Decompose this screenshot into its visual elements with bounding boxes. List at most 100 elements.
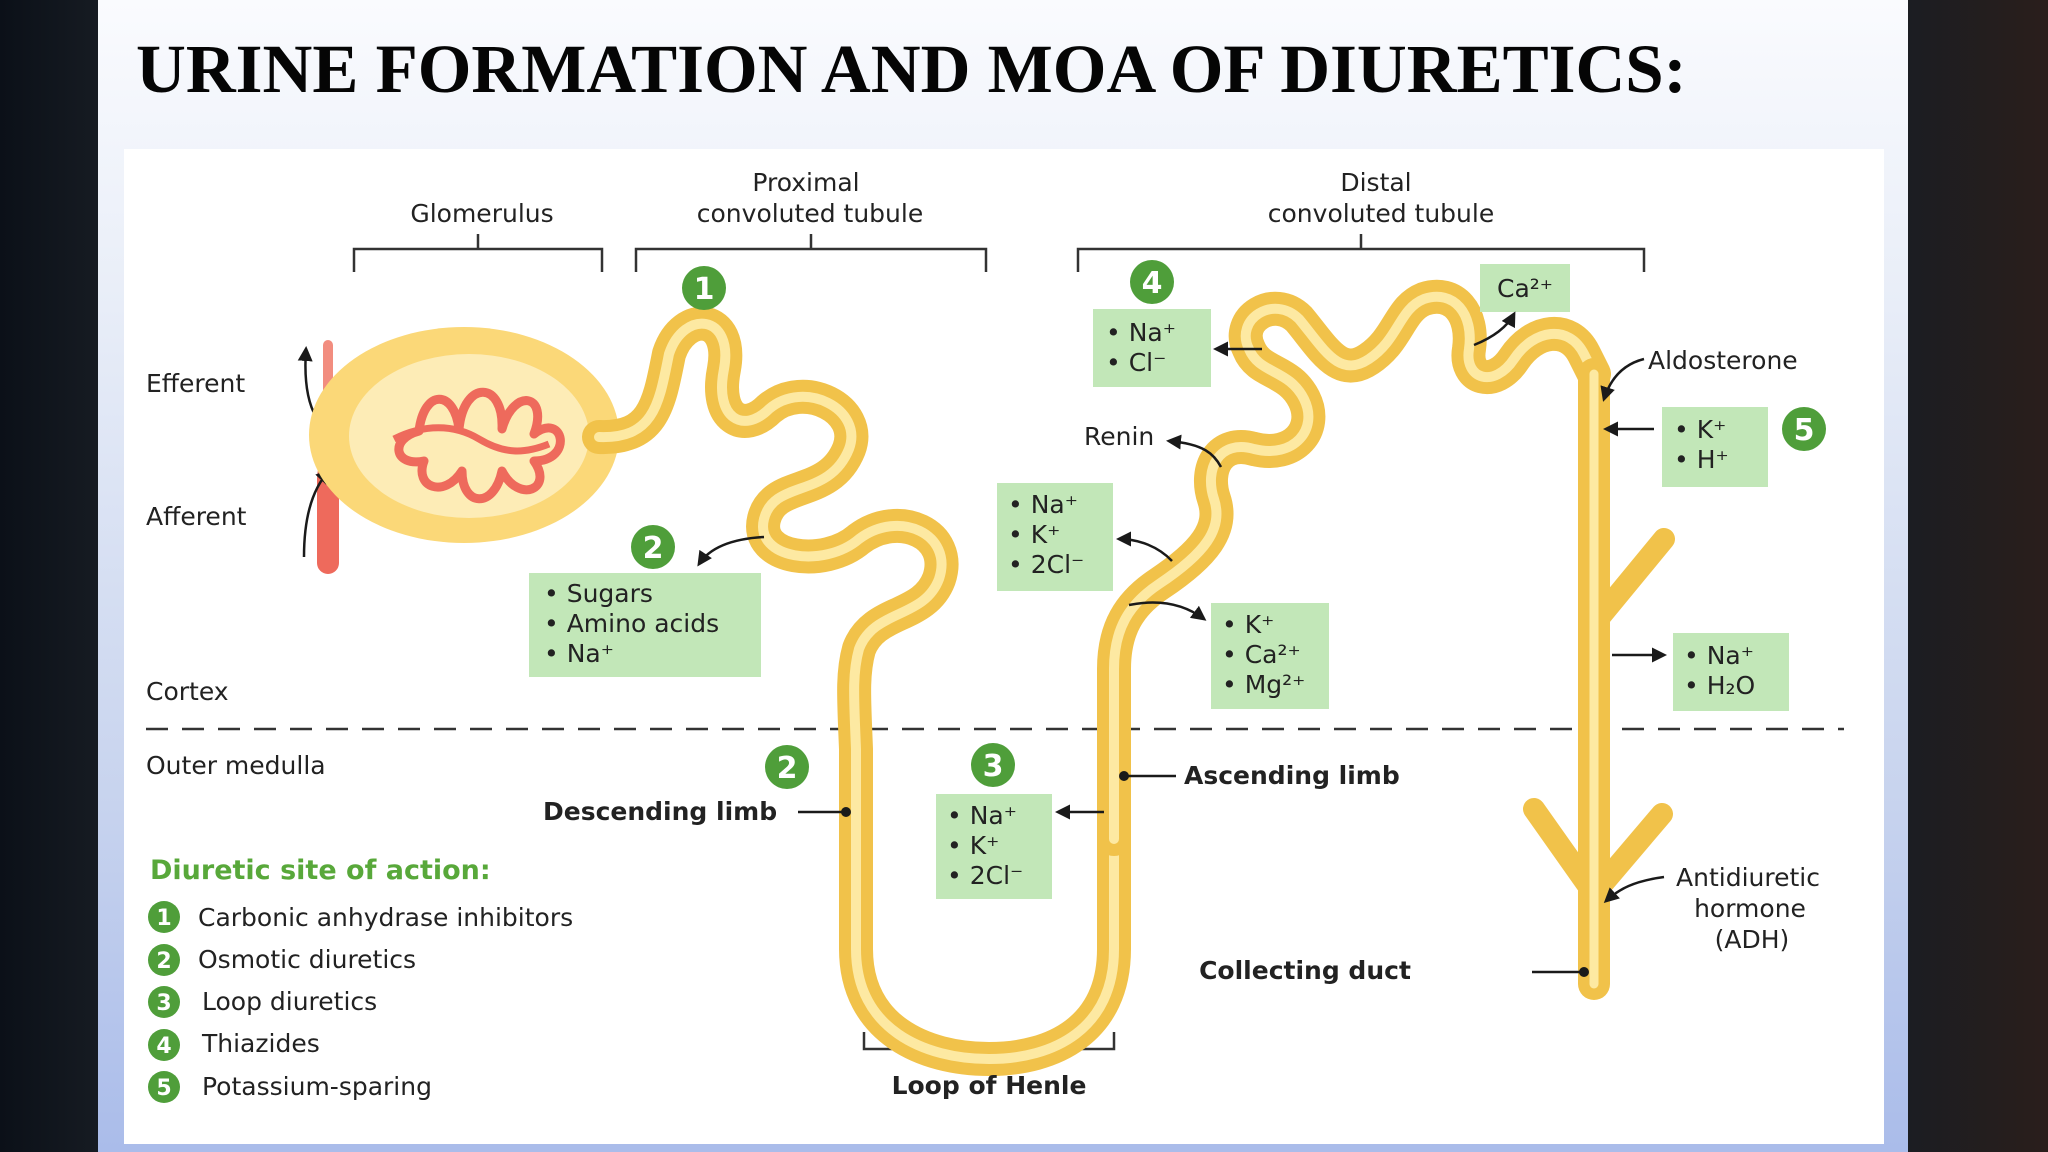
pct-label-line2: convoluted tubule xyxy=(697,199,923,228)
calcium-label: Ca²⁺ xyxy=(1497,274,1553,303)
svg-text:3: 3 xyxy=(156,991,171,1016)
cortex-label: Cortex xyxy=(146,677,229,706)
background-left-edge xyxy=(0,0,98,1152)
tal-cations-box: • K⁺ • Ca²⁺ • Mg²⁺ xyxy=(1211,603,1329,709)
svg-text:• Amino acids: • Amino acids xyxy=(544,609,719,638)
svg-text:Carbonic anhydrase inhibitors: Carbonic anhydrase inhibitors xyxy=(198,903,573,932)
svg-text:5: 5 xyxy=(156,1076,171,1101)
dct-item-chloride: Cl⁻ xyxy=(1129,348,1167,377)
tal-item-sodium: Na⁺ xyxy=(1031,490,1078,519)
svg-text:• Na⁺: • Na⁺ xyxy=(947,801,1017,830)
svg-text:• Na⁺: • Na⁺ xyxy=(1106,318,1176,347)
dct-label-line1: Distal xyxy=(1340,168,1411,197)
calcium-box: Ca²⁺ xyxy=(1480,264,1570,312)
tal-upper-arrow xyxy=(1116,531,1173,562)
pct-item-amino-acids: Amino acids xyxy=(567,609,719,638)
outer-medulla-label: Outer medulla xyxy=(146,751,326,780)
legend-title: Diuretic site of action: xyxy=(150,855,491,886)
tal-cation-potassium: K⁺ xyxy=(1245,610,1275,639)
aldosterone-label: Aldosterone xyxy=(1648,346,1798,375)
badge-collecting: 5 xyxy=(1782,407,1826,451)
svg-text:• H⁺: • H⁺ xyxy=(1674,445,1729,474)
cd-item-water: H₂O xyxy=(1707,671,1756,700)
legend-item-3: 3 Loop diuretics xyxy=(148,986,377,1018)
pct-item-sodium: Na⁺ xyxy=(567,639,614,668)
pct-bracket xyxy=(634,234,988,272)
svg-text:• Mg²⁺: • Mg²⁺ xyxy=(1222,670,1305,699)
potassium-sparing-box: • K⁺ • H⁺ xyxy=(1662,407,1768,487)
pct-label-line1: Proximal xyxy=(752,168,859,197)
aldosterone-arrow xyxy=(1600,357,1645,402)
proximal-tubule-highlight xyxy=(594,318,1119,1064)
dct-label-line2: convoluted tubule xyxy=(1268,199,1494,228)
legend-item-1: 1 Carbonic anhydrase inhibitors xyxy=(148,901,573,933)
background-right-edge xyxy=(1908,0,2048,1152)
svg-text:5: 5 xyxy=(1794,413,1815,448)
descending-limb-label: Descending limb xyxy=(543,797,777,826)
ascending-limb-dot xyxy=(1119,771,1129,781)
svg-text:4: 4 xyxy=(156,1034,171,1059)
adh-label-line2: hormone xyxy=(1694,894,1806,923)
loop-item-potassium: K⁺ xyxy=(970,831,1000,860)
renin-label: Renin xyxy=(1084,422,1154,451)
svg-text:• Na⁺: • Na⁺ xyxy=(1684,641,1754,670)
tal-item-potassium: K⁺ xyxy=(1031,520,1061,549)
svg-text:2: 2 xyxy=(156,949,171,974)
ps-item-hydrogen: H⁺ xyxy=(1697,445,1729,474)
svg-text:Osmotic diuretics: Osmotic diuretics xyxy=(198,945,416,974)
svg-text:Loop diuretics: Loop diuretics xyxy=(202,987,377,1016)
svg-text:• H₂O: • H₂O xyxy=(1684,671,1755,700)
ascending-limb-label: Ascending limb xyxy=(1184,761,1400,790)
legend-item-2: 2 Osmotic diuretics xyxy=(148,944,416,976)
svg-text:• K⁺: • K⁺ xyxy=(947,831,999,860)
dct-bracket xyxy=(1076,234,1646,272)
badge-dct: 4 xyxy=(1130,260,1174,304)
nephron-diagram: Glomerulus Proximal convoluted tubule Di… xyxy=(146,168,1844,1103)
svg-text:2: 2 xyxy=(643,531,664,566)
ps-item-potassium: K⁺ xyxy=(1697,415,1727,444)
adh-arrow xyxy=(1603,875,1665,904)
svg-text:• Na⁺: • Na⁺ xyxy=(1008,490,1078,519)
pct-reabsorption-box: • Sugars • Amino acids • Na⁺ xyxy=(529,573,761,677)
legend: Diuretic site of action: 1 Carbonic anhy… xyxy=(148,855,573,1103)
badge-loop: 3 xyxy=(971,743,1015,787)
tal-item-chloride: 2Cl⁻ xyxy=(1031,550,1085,579)
svg-text:• Cl⁻: • Cl⁻ xyxy=(1106,348,1166,377)
glomerulus-label: Glomerulus xyxy=(410,199,553,228)
pct-item-sugars: Sugars xyxy=(567,579,653,608)
tal-cation-magnesium: Mg²⁺ xyxy=(1245,670,1306,699)
adh-label-line1: Antidiuretic xyxy=(1676,863,1820,892)
badge-pct-osmotic: 2 xyxy=(631,525,675,569)
svg-text:1: 1 xyxy=(156,906,171,931)
tal-cations-arrow xyxy=(1128,601,1207,621)
dct-item-sodium: Na⁺ xyxy=(1129,318,1176,347)
collecting-duct-label: Collecting duct xyxy=(1199,956,1411,985)
svg-text:3: 3 xyxy=(983,749,1004,784)
slide-title: URINE FORMATION AND MOA OF DIURETICS: xyxy=(136,31,1687,107)
loop-item-sodium: Na⁺ xyxy=(970,801,1017,830)
svg-text:• Na⁺: • Na⁺ xyxy=(544,639,614,668)
svg-text:• 2Cl⁻: • 2Cl⁻ xyxy=(1008,550,1084,579)
loop-medulla-box: • Na⁺ • K⁺ • 2Cl⁻ xyxy=(936,794,1052,899)
calcium-arrow xyxy=(1473,311,1516,347)
afferent-label: Afferent xyxy=(146,502,247,531)
svg-text:4: 4 xyxy=(1142,266,1163,301)
svg-text:• 2Cl⁻: • 2Cl⁻ xyxy=(947,861,1023,890)
collecting-duct-box: • Na⁺ • H₂O xyxy=(1673,633,1789,711)
svg-text:Thiazides: Thiazides xyxy=(201,1029,320,1058)
collecting-duct-dot xyxy=(1579,967,1589,977)
tal-cation-calcium: Ca²⁺ xyxy=(1245,640,1301,669)
collecting-duct xyxy=(1523,358,1675,1000)
legend-item-4: 4 Thiazides xyxy=(148,1029,320,1061)
svg-text:Potassium-sparing: Potassium-sparing xyxy=(202,1072,432,1101)
glomerulus-bracket xyxy=(352,234,604,272)
dct-thiazide-box: • Na⁺ • Cl⁻ xyxy=(1093,309,1211,387)
efferent-label: Efferent xyxy=(146,369,245,398)
svg-text:• Ca²⁺: • Ca²⁺ xyxy=(1222,640,1301,669)
svg-text:• K⁺: • K⁺ xyxy=(1222,610,1274,639)
loop-item-chloride: 2Cl⁻ xyxy=(970,861,1024,890)
diagram-panel: Glomerulus Proximal convoluted tubule Di… xyxy=(124,149,1884,1144)
svg-text:2: 2 xyxy=(777,751,798,786)
bowmans-capsule xyxy=(309,327,619,543)
renin-arrow xyxy=(1166,434,1223,468)
